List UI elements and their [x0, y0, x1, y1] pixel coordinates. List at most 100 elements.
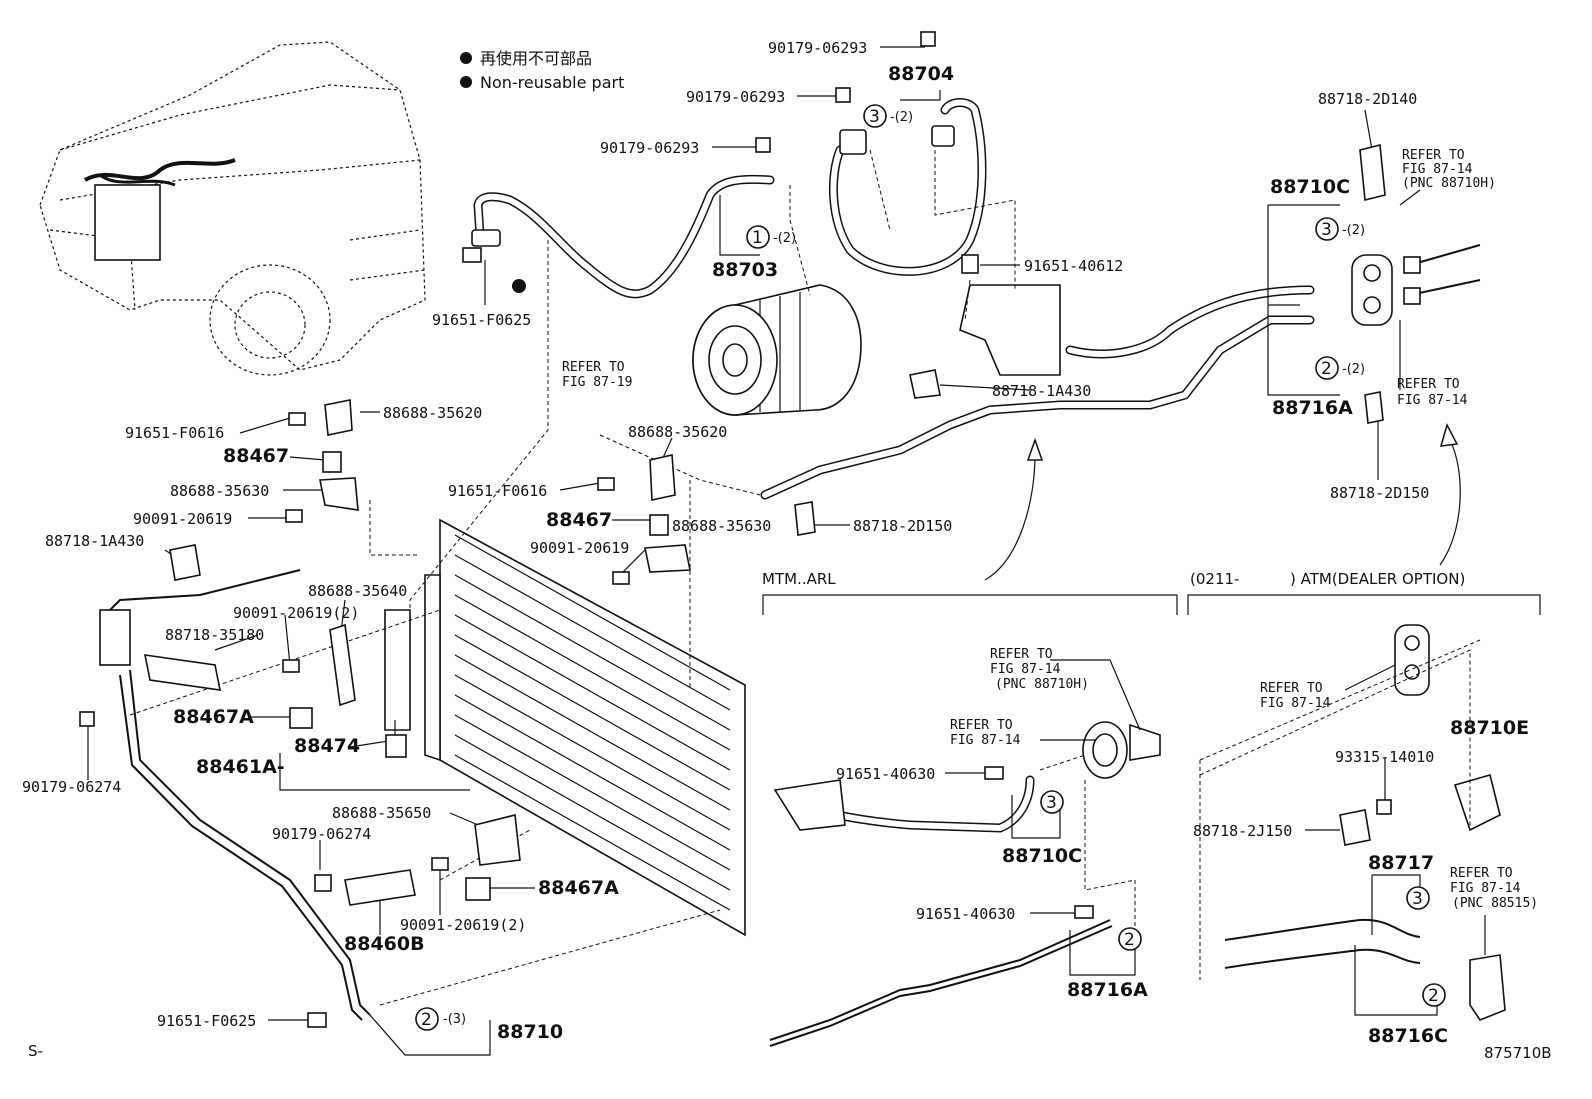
bolt-icon	[462, 247, 482, 263]
callout-3	[863, 104, 887, 128]
fasteners	[79, 31, 1392, 1028]
svg-text:REFER TO: REFER TO	[1260, 681, 1323, 696]
liquid-tube-88710	[99, 569, 371, 1021]
label-91651-F0616: 91651-F0616	[448, 482, 547, 500]
bracket-icon	[143, 654, 222, 691]
bolt-icon	[984, 766, 1004, 780]
svg-text:FIG 87-14: FIG 87-14	[1260, 696, 1331, 711]
label-88474: 88474	[294, 735, 360, 757]
label-90091-20619: 90091-20619	[133, 510, 232, 528]
label-88718-2J150: 88718-2J150	[1193, 822, 1292, 840]
liquid-tube-center	[760, 284, 1315, 500]
svg-text:-(2): -(2)	[1342, 362, 1365, 377]
compressor	[692, 284, 862, 416]
part-labels: 90179-06293 88704 90179-06293 90179-0629…	[22, 39, 1529, 1047]
svg-text:FIG 87-14: FIG 87-14	[950, 733, 1021, 748]
bracket-icon	[344, 869, 416, 906]
label-90091-20619: 90091-20619	[530, 539, 629, 557]
label-91651-F0625: 91651-F0625	[157, 1012, 256, 1030]
callout-3	[1406, 886, 1430, 910]
legend: 再使用不可部品 Non-reusable part	[460, 49, 624, 92]
svg-text:2: 2	[421, 1010, 432, 1030]
svg-text:3: 3	[1412, 889, 1423, 909]
callout-3	[1040, 790, 1064, 814]
callout-1	[746, 225, 770, 249]
label-88688-35640: 88688-35640	[308, 582, 407, 600]
section-brackets	[762, 594, 1541, 615]
label-88460B: 88460B	[344, 933, 425, 955]
svg-text:3: 3	[1046, 793, 1057, 813]
label-88718-1A430: 88718-1A430	[992, 382, 1091, 400]
bracket-icon	[474, 814, 521, 866]
label-88704: 88704	[888, 63, 954, 85]
label-90091-20619-2: 90091-20619(2)	[233, 604, 359, 622]
label-90179-06293: 90179-06293	[686, 88, 785, 106]
bolt-icon	[597, 477, 615, 491]
label-91651-F0625: 91651-F0625	[432, 311, 531, 329]
svg-text:3: 3	[1321, 220, 1332, 240]
label-88718-2D150: 88718-2D150	[1330, 484, 1429, 502]
label-88716A: 88716A	[1067, 979, 1148, 1001]
callout-2	[415, 1007, 439, 1031]
label-91651-F0616: 91651-F0616	[125, 424, 224, 442]
label-88467: 88467	[223, 445, 289, 467]
label-90179-06274: 90179-06274	[22, 778, 121, 796]
callout-3	[1315, 217, 1339, 241]
label-91651-40630: 91651-40630	[836, 765, 935, 783]
label-88467A: 88467A	[173, 706, 254, 728]
label-88467: 88467	[546, 509, 612, 531]
svg-text:(PNC 88710H): (PNC 88710H)	[995, 677, 1089, 692]
section-mtm: MTM..ARL	[762, 570, 836, 588]
non-reusable-dot-icon	[460, 76, 472, 88]
clamp-icon	[1359, 143, 1386, 202]
bracket-icon	[324, 399, 353, 436]
label-88710E: 88710E	[1450, 717, 1529, 739]
label-88710C: 88710C	[1270, 176, 1350, 198]
svg-text:1: 1	[752, 228, 763, 248]
section-atm: ) ATM(DEALER OPTION)	[1290, 570, 1465, 588]
atm-parts	[1224, 624, 1506, 1021]
bolt-icon	[285, 509, 303, 523]
label-93315-14010: 93315-14010	[1335, 748, 1434, 766]
bolt-icon	[612, 571, 630, 585]
nut-icon	[835, 87, 851, 103]
svg-text:FIG 87-14: FIG 87-14	[1397, 393, 1468, 408]
label-88467A: 88467A	[538, 877, 619, 899]
dashed-leaders	[129, 149, 1481, 1006]
callout-2	[1118, 927, 1142, 951]
svg-text:FIG 87-14: FIG 87-14	[1450, 881, 1521, 896]
bracket-icon	[649, 454, 676, 501]
bolt-icon	[282, 659, 300, 673]
label-88688-35650: 88688-35650	[332, 804, 431, 822]
block-plate-right	[1351, 244, 1481, 326]
label-88710C: 88710C	[1002, 845, 1082, 867]
cushion-icon	[322, 451, 342, 473]
bolt-icon	[288, 412, 306, 426]
bolt-icon	[961, 254, 979, 274]
clamp-icon	[1364, 391, 1384, 424]
legend-jp: 再使用不可部品	[480, 49, 592, 68]
suction-hose-88704	[829, 98, 987, 276]
clip-icon	[385, 734, 407, 758]
svg-text:FIG 87-19: FIG 87-19	[562, 375, 632, 390]
svg-text:REFER TO: REFER TO	[1397, 377, 1460, 392]
label-88718-1A430: 88718-1A430	[45, 532, 144, 550]
bolt-icon	[307, 1012, 327, 1028]
label-90179-06293: 90179-06293	[600, 139, 699, 157]
label-88718-2D140: 88718-2D140	[1318, 90, 1417, 108]
label-88716A: 88716A	[1272, 397, 1353, 419]
svg-text:-(2): -(2)	[773, 231, 796, 246]
non-reusable-dot-icon	[460, 52, 472, 64]
label-88718-2D150: 88718-2D150	[853, 517, 952, 535]
svg-text:FIG 87-14: FIG 87-14	[990, 662, 1061, 677]
svg-text:REFER TO: REFER TO	[990, 647, 1053, 662]
section-titles: MTM..ARL (0211- ) ATM(DEALER OPTION)	[762, 570, 1465, 588]
bracket-icon	[644, 544, 691, 573]
cushion-icon	[289, 707, 313, 729]
svg-text:REFER TO: REFER TO	[950, 718, 1013, 733]
label-91651-40612: 91651-40612	[1024, 257, 1123, 275]
clamp-icon	[909, 369, 941, 399]
label-88688-35630: 88688-35630	[672, 517, 771, 535]
figure-code: 875710B	[1484, 1044, 1552, 1062]
